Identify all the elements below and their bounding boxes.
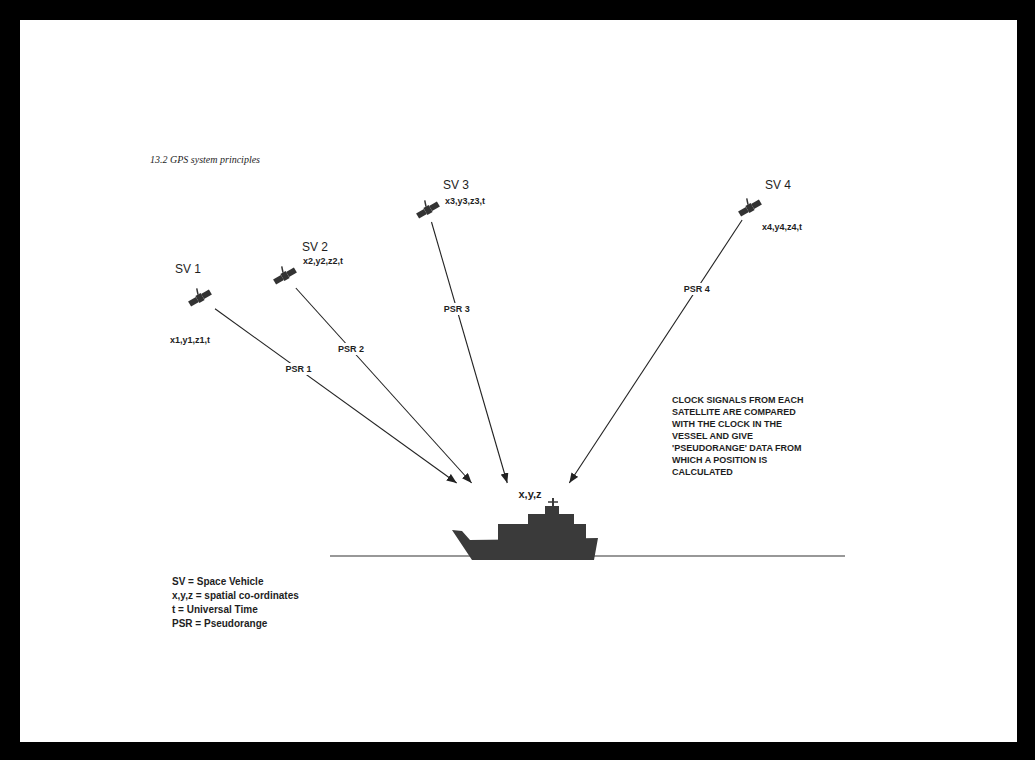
figure-title: 13.2 GPS system principles [150, 154, 260, 165]
satellite-name: SV 1 [175, 262, 201, 276]
coordinates-label: x1,y1,z1,t [170, 335, 210, 345]
explanatory-note: CLOCK SIGNALS FROM EACH SATELLITE ARE CO… [672, 394, 812, 478]
satellite-icon [270, 261, 298, 285]
key-entry: PSR = Pseudorange [172, 618, 267, 630]
satellite-name: SV 2 [302, 240, 328, 254]
pseudorange-label: PSR 4 [682, 283, 712, 295]
satellite-icon [735, 193, 763, 217]
coordinates-label: x4,y4,z4,t [762, 222, 802, 232]
vessel-position: x,y,z [455, 486, 605, 562]
satellite-node: SV 2x2,y2,z2,t [272, 266, 298, 286]
pseudorange-arrow [431, 222, 507, 483]
satellite-node: SV 4x4,y4,z4,t [737, 198, 763, 218]
pseudorange-label: PSR 2 [336, 343, 366, 355]
pseudorange-arrow [296, 288, 472, 483]
pseudorange-label: PSR 3 [442, 303, 472, 315]
ship-illustration [452, 498, 598, 560]
key-entry: x,y,z = spatial co-ordinates [172, 590, 299, 602]
satellite-icon [185, 283, 213, 307]
coordinates-label: x3,y3,z3,t [445, 196, 485, 206]
key-entry: t = Universal Time [172, 604, 258, 616]
satellite-name: SV 3 [443, 178, 469, 192]
pseudorange-label: PSR 1 [284, 363, 314, 375]
satellite-icon [413, 195, 441, 219]
satellite-name: SV 4 [765, 178, 791, 192]
satellite-node: SV 3x3,y3,z3,t [415, 200, 441, 220]
pseudorange-arrow [215, 309, 457, 483]
key-entry: SV = Space Vehicle [172, 576, 263, 588]
satellite-node: SV 1x1,y1,z1,t [187, 288, 213, 308]
coordinates-label: x2,y2,z2,t [303, 256, 343, 266]
coordinates-label: x,y,z [455, 488, 605, 500]
